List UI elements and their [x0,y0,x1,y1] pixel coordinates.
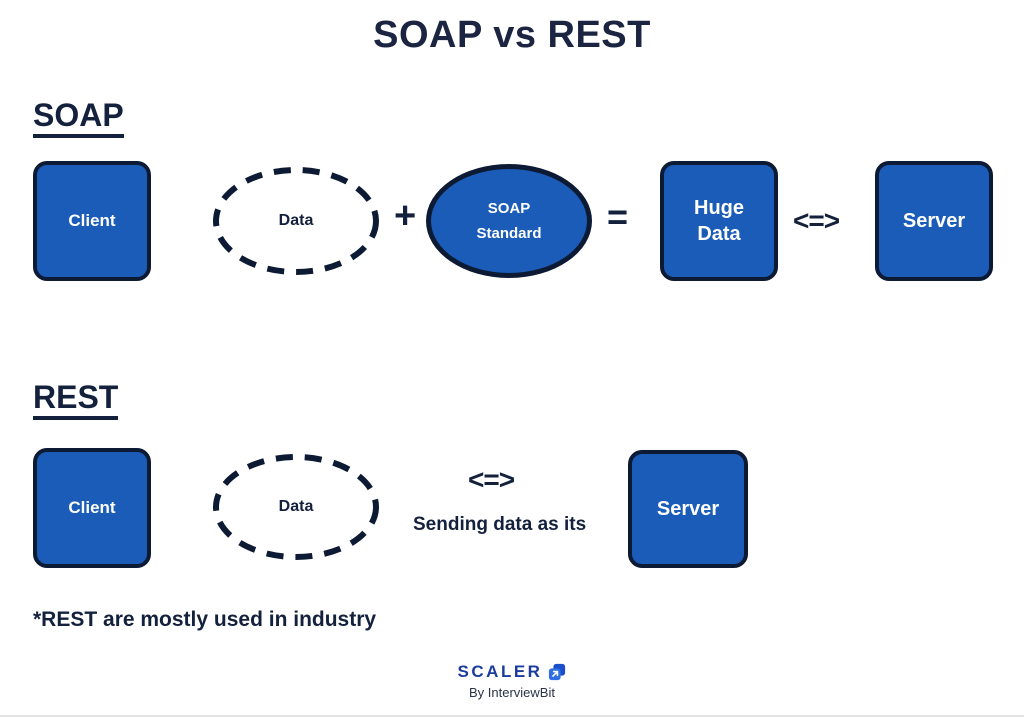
rest-client-box: Client [33,448,151,568]
bottom-divider [0,715,1024,717]
footnote: *REST are mostly used in industry [33,608,377,631]
byline-text: By InterviewBit [469,685,555,700]
soap-data-label: Data [278,212,314,229]
page-title: SOAP vs REST [373,14,651,56]
soap-client-box: Client [33,161,151,281]
rest-data-ellipse: Data [211,452,381,562]
soap-standard-ellipse: SOAP Standard [426,164,592,278]
brand-row: SCALER [458,662,567,682]
rest-data-label: Data [278,498,314,515]
soap-section-heading: SOAP [33,98,124,138]
soap-client-label: Client [68,211,116,230]
footer-logo: SCALER By InterviewBit [0,662,1024,700]
rest-section-heading: REST [33,380,119,420]
huge-data-label-line1: Huge [694,197,744,219]
dashed-ellipse-shape [213,167,379,275]
soap-standard-label-line2: Standard [476,225,542,242]
equals-operator: = [607,196,629,237]
soap-bidirectional-arrow: <=> [793,205,840,236]
soap-server-box: Server [875,161,993,281]
rest-server-box: Server [628,450,748,568]
rest-caption: Sending data as its [413,514,587,535]
soap-data-ellipse: Data [211,165,381,277]
scaler-cube-icon [549,663,566,681]
plus-operator: + [394,195,417,237]
huge-data-label-line2: Data [697,223,741,245]
soap-server-label: Server [902,209,966,232]
soap-standard-label-line1: SOAP [487,199,531,217]
rest-bidirectional-arrow: <=> [468,464,515,495]
rest-server-label: Server [656,497,720,520]
dashed-ellipse-shape [213,454,379,560]
huge-data-box: Huge Data [660,161,778,281]
rest-client-label: Client [68,498,116,517]
scaler-wordmark: SCALER [457,662,543,681]
